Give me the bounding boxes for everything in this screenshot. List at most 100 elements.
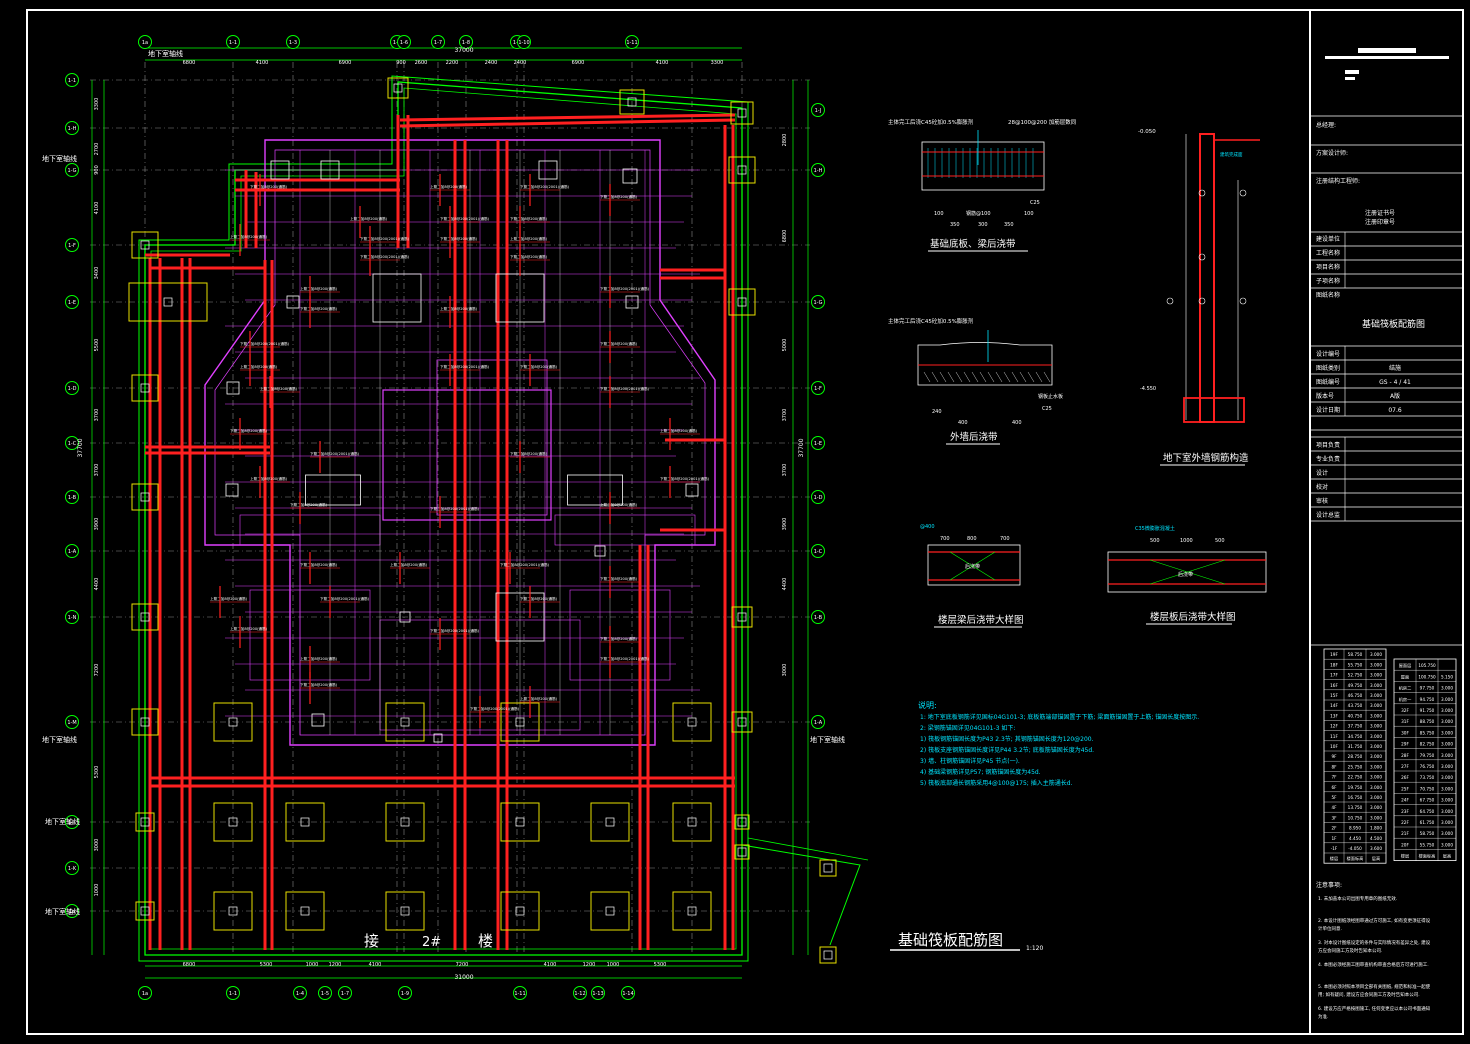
table-cell: 3.000 [1370,805,1382,810]
axis-label: 1-N [68,615,77,621]
column [622,168,638,184]
axis-label: 1-10 [518,40,529,46]
table-cell: 52.750 [1348,673,1363,678]
column [300,817,310,827]
top-dimension: 4100 [656,60,669,66]
left-dimension: 5300 [94,766,100,779]
bottom-dimension: 6800 [183,962,196,968]
svg-text:工程名称: 工程名称 [1316,249,1340,257]
svg-text:3) 墙、柱钢筋锚固详见P45 节点(一).: 3) 墙、柱钢筋锚固详见P45 节点(一). [920,757,1020,765]
column-cap [619,89,645,115]
rebar-callout: 下筋二加8@200(2001)(通筋) [430,628,480,633]
table-cell: 24F [1401,798,1409,803]
rebar-callout: 下筋二加8@200(通筋) [600,576,638,581]
axis-bubble: 1-C [811,544,825,558]
remark-line: 2. 本设计图纸须经图审通过方可施工, 如有变更须征得设 [1318,917,1431,924]
top-dimension: 2400 [514,60,527,66]
ramp-line [747,837,869,861]
column [286,295,300,309]
axis-label: 1-H [814,168,823,174]
bottom-dimension: 4100 [544,962,557,968]
table-cell: -1F [1331,846,1338,851]
hatch [971,371,979,383]
table-cell: 43.750 [1348,703,1363,708]
right-dimension: 6800 [782,230,788,243]
top-dimension: 2400 [485,60,498,66]
svg-text:注册证书号: 注册证书号 [1365,209,1395,217]
table-cell: 3.000 [1370,785,1382,790]
axis-bubble: 1-7 [338,986,352,1000]
rebar-callout: 上筋二加8@200(通筋) [210,596,248,601]
table-cell: 76.750 [1420,764,1435,769]
axis-bubble: 1-D [65,381,79,395]
table-cell: 55.750 [1420,842,1435,847]
side-total-dim-right: 37700 [798,438,805,457]
hatch [979,371,987,383]
axis-label: 1-D [68,386,77,392]
column [140,612,150,622]
grid-lines [90,47,869,979]
sign-row-label: 审核 [1316,497,1328,505]
table-cell: 3.000 [1441,786,1453,791]
rebar-callout: 上筋二加8@200(通筋) [510,236,548,241]
rebar-callout: 上筋二加8@200(通筋) [430,184,468,189]
d2-dim-a: 240 [932,409,942,415]
rebar-callout: 下筋二加8@200(通筋) [510,254,548,259]
detail-title-3: 地下室外墙钢筋构造 [1163,452,1249,464]
column [627,97,637,107]
hatch [1035,371,1043,383]
left-dimension: 3700 [94,409,100,422]
d1-dim-a: 100 [934,211,944,217]
table-cell: 88.750 [1420,719,1435,724]
axis-label: 1-D [814,495,823,501]
column-cap [734,814,750,830]
svg-text:5) 筏板底部通长钢筋采用4@100@175; 插入主筋通长: 5) 筏板底部通长钢筋采用4@100@175; 插入主筋通长d. [920,779,1073,787]
table-cell: 3.000 [1370,703,1382,708]
table-cell: 6F [1331,785,1337,790]
table-cell: 17F [1330,673,1338,678]
rebar-callout: 上筋二加8@200(通筋) [520,696,558,701]
table-cell: 3.000 [1370,754,1382,759]
axis-label: 1-14 [622,991,633,997]
table-cell: 105.750 [1418,663,1436,668]
axis-bubble: 1-H [65,121,79,135]
table-cell: 14F [1330,703,1338,708]
column [687,717,697,727]
right-dimension: 3000 [782,664,788,677]
axis-label: 1-F [68,243,76,249]
column [687,817,697,827]
column-cap [672,891,712,931]
table-cell: 22F [1401,820,1409,825]
rebar-callout: 下筋二加8@200(通筋) [600,636,638,641]
table-cell: 70.750 [1420,786,1435,791]
core-pit [382,389,552,521]
column [737,165,747,175]
axis-label: 1-E [68,300,76,306]
table-cell: 10F [1330,744,1338,749]
table-cell: 46.750 [1348,693,1363,698]
sign-row-label: 专业负责 [1316,455,1340,463]
column-cap [385,702,425,742]
column [270,160,290,180]
axis-label: 1-6 [400,40,408,46]
d2-dim-c: 400 [1012,420,1022,426]
building-label-left: 接 [364,932,379,950]
table-cell: 73.750 [1420,775,1435,780]
column-cap [213,802,253,842]
table-cell: 1.800 [1370,826,1382,831]
d2-dim-b: 400 [958,420,968,426]
table-cell: 40.750 [1348,713,1363,718]
table-cell: 79.750 [1420,753,1435,758]
rebar-callout: 下筋二加8@200(2001)(通筋) [430,506,480,511]
column [228,717,238,727]
column [228,817,238,827]
table-cell: 3.000 [1441,697,1453,702]
bottom-total-dim: 31000 [454,974,473,981]
hatch [1019,371,1027,383]
table-cell: 3.000 [1370,724,1382,729]
remark-line: 5. 本图必须对照本项目全部有关图纸, 规范和标准一起使 [1318,983,1431,990]
rebar-callout: 下筋二加8@200(2001)(通筋) [310,451,360,456]
table-cell: 28F [1401,753,1409,758]
axis-bubble: 1-1 [65,73,79,87]
